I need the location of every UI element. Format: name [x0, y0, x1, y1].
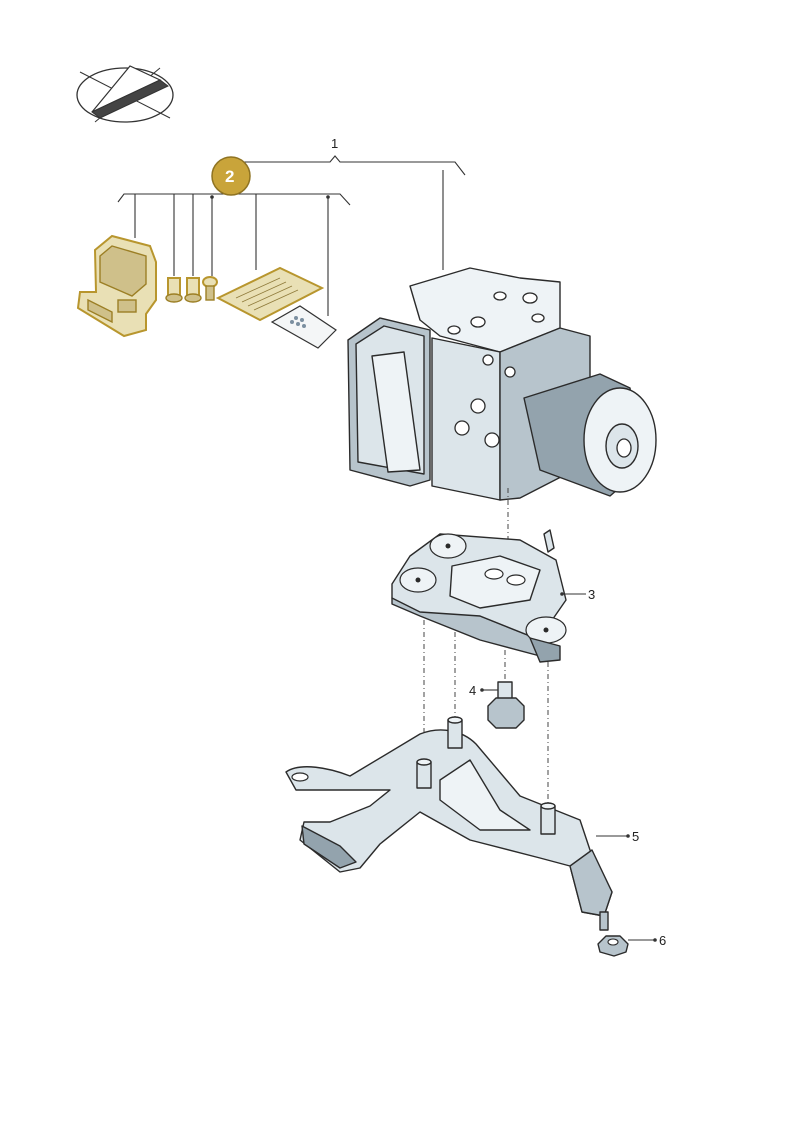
support-bracket-part — [285, 716, 613, 931]
kit-label-tag — [270, 305, 337, 349]
mounting-plate-part — [391, 529, 567, 663]
hex-bolt-part — [487, 681, 525, 729]
callout-label-2: 2 — [225, 167, 234, 186]
kit-badge-2: 2 — [211, 156, 251, 196]
kit-screw — [202, 276, 218, 301]
kit-seal-plug-2 — [184, 277, 202, 303]
kit-seal-plug-1 — [165, 277, 183, 303]
abs-hydraulic-unit — [347, 267, 657, 501]
callout-1-bracket — [238, 155, 466, 270]
control-unit-kit-part — [76, 234, 157, 338]
nut-part — [597, 935, 629, 957]
callout-label-6: 6 — [659, 933, 666, 948]
callout-label-5: 5 — [632, 829, 639, 844]
callout-label-4: 4 — [469, 683, 476, 698]
kit-instruction-sheet — [215, 266, 325, 322]
orientation-icon — [76, 65, 174, 123]
callout-label-1: 1 — [331, 136, 338, 151]
callout-label-3: 3 — [588, 587, 595, 602]
